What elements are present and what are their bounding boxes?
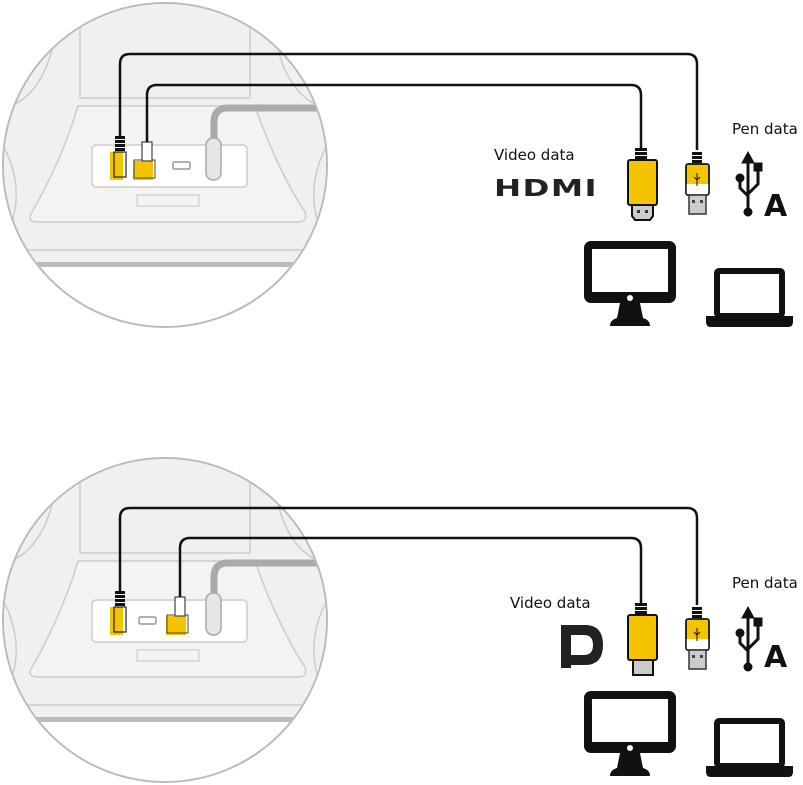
- label-slot: [136, 649, 200, 662]
- pen-data-label: Pen data: [732, 574, 798, 592]
- hdmi-port: [138, 616, 157, 625]
- device-closeup: [2, 2, 328, 328]
- usb-a-plug: [685, 607, 710, 670]
- device-closeup: [2, 457, 328, 783]
- usb-port-connector: [113, 151, 127, 178]
- video-data-label: Video data: [494, 146, 575, 164]
- video-connector: [141, 141, 153, 162]
- usb-port-highlight: [110, 607, 123, 635]
- video-data-label: Video data: [510, 594, 591, 612]
- desktop-monitor-icon: [584, 691, 676, 776]
- laptop-icon: [706, 718, 793, 777]
- pen-data-cable: [118, 506, 699, 605]
- video-data-cable: [178, 536, 643, 605]
- laptop-icon: [706, 268, 793, 327]
- display-bezel: [79, 4, 251, 99]
- power-cable: [210, 104, 326, 160]
- usb-a-plug: [685, 152, 710, 215]
- video-port-highlight: [133, 161, 153, 180]
- usb-icon: [735, 605, 763, 672]
- pen-data-label: Pen data: [732, 120, 798, 138]
- desktop-monitor-icon: [584, 241, 676, 326]
- hdmi-plug: [627, 148, 658, 221]
- hdmi-port: [172, 161, 191, 170]
- label-slot: [136, 194, 200, 207]
- power-plug: [205, 592, 222, 636]
- pen-data-cable: [118, 52, 699, 150]
- hdmi-logo: HDMI: [494, 176, 598, 202]
- displayport-plug: [627, 603, 658, 676]
- base-edge: [4, 262, 326, 267]
- base-edge: [4, 717, 326, 722]
- video-port-highlight: [166, 616, 186, 635]
- power-cable: [210, 559, 326, 615]
- usb-trident-icon: [693, 173, 701, 186]
- video-connector: [174, 596, 186, 617]
- usb-type-a-label: A: [764, 189, 788, 224]
- display-bezel: [79, 459, 251, 554]
- video-data-cable: [145, 83, 643, 150]
- usb-port-connector: [113, 606, 127, 633]
- usb-port-highlight: [110, 152, 123, 180]
- usb-type-a-label: A: [764, 640, 788, 675]
- usb-icon: [735, 150, 763, 217]
- usb-trident-icon: [693, 628, 701, 641]
- displayport-logo: [561, 625, 603, 668]
- power-plug: [205, 137, 222, 181]
